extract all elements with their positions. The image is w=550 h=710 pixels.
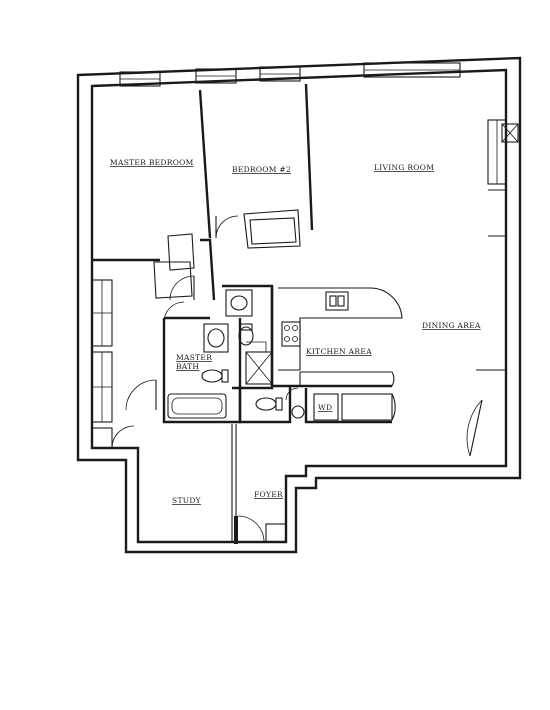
label-wd: WD: [318, 403, 332, 412]
study-foyer: [111, 425, 287, 544]
windows-top: [119, 62, 461, 87]
label-study: STUDY: [172, 496, 202, 505]
windows-left: [91, 279, 113, 449]
label-kitchen-area: KITCHEN AREA: [306, 347, 372, 356]
label-bedroom-2: BEDROOM #2: [232, 165, 291, 174]
exterior-walls: [76, 56, 522, 554]
label-master-bedroom: MASTER BEDROOM: [110, 158, 194, 167]
label-dining-area: DINING AREA: [422, 321, 481, 330]
kitchen: [270, 286, 403, 424]
second-bath: [222, 284, 274, 390]
hall-powder: [231, 386, 305, 520]
label-foyer: FOYER: [254, 490, 283, 499]
label-living-room: LIVING ROOM: [374, 163, 434, 172]
label-master-bath-line1: MASTER: [176, 353, 212, 362]
label-master-bath-line2: BATH: [176, 362, 199, 371]
right-wall-features: [466, 119, 519, 467]
master-bath: [162, 301, 242, 424]
bedroom-walls: [92, 83, 314, 411]
